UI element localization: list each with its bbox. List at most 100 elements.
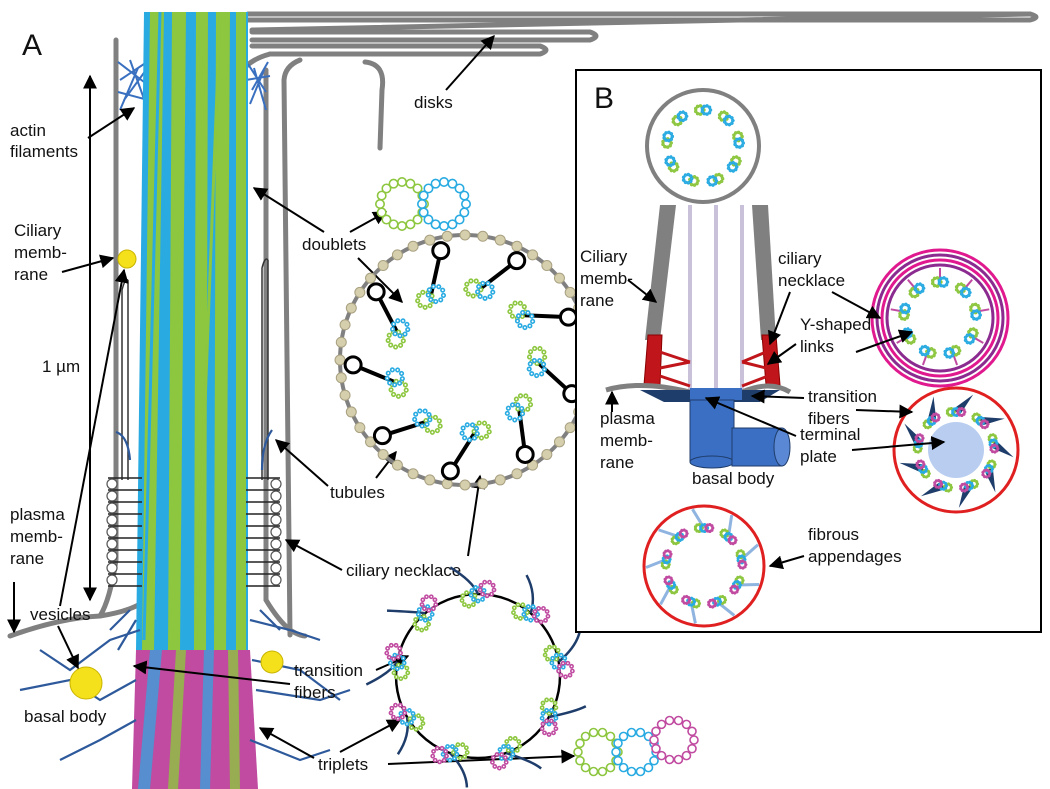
doublet xyxy=(732,130,745,149)
b-fibrous-appendages-cs xyxy=(642,504,766,628)
c-tubule xyxy=(930,412,941,423)
triplet xyxy=(511,602,551,625)
doublet xyxy=(681,172,700,187)
plasma-membrane-a-label: plasma memb- rane xyxy=(10,505,70,568)
axoneme-cross-section xyxy=(334,229,596,491)
detail-c-tubule xyxy=(649,715,699,765)
doublet xyxy=(954,282,972,299)
transition-fibers-b-label: transition fibers xyxy=(808,387,882,428)
doublet xyxy=(963,327,979,345)
c-tubule xyxy=(681,594,692,605)
triplet-cross-section xyxy=(365,566,587,788)
triplet xyxy=(670,528,689,546)
b-tubule xyxy=(412,408,433,429)
doublet xyxy=(459,420,492,443)
c-tubule xyxy=(419,594,439,613)
triplet xyxy=(693,522,715,534)
b-axoneme-top-cs xyxy=(645,88,761,204)
doublet xyxy=(384,367,409,399)
b-tubule xyxy=(425,283,447,305)
doublet xyxy=(463,278,496,301)
b-tubule xyxy=(918,344,931,357)
b-tubule xyxy=(937,276,950,288)
c-tubule xyxy=(989,443,1000,454)
b-tubule xyxy=(913,282,926,295)
b-tubule xyxy=(970,309,982,321)
vesicles xyxy=(69,249,284,700)
doublet xyxy=(661,130,675,149)
b-tubule xyxy=(664,155,677,168)
doublet xyxy=(898,302,912,321)
b-tubule xyxy=(899,302,912,315)
a-tubule xyxy=(388,378,409,399)
doublet xyxy=(969,302,982,321)
b-tubule xyxy=(733,137,745,149)
vesicles-label: vesicles xyxy=(30,605,90,624)
b-tubule xyxy=(384,367,405,388)
triplet xyxy=(490,736,523,771)
doublet xyxy=(918,344,937,359)
doublet xyxy=(726,155,742,173)
c-tubule xyxy=(956,406,967,418)
c-tubule xyxy=(678,528,689,539)
c-tubule xyxy=(914,433,925,444)
b-tubule xyxy=(722,114,735,127)
c-tubule xyxy=(915,459,926,470)
c-tubule xyxy=(981,468,992,479)
a-tubule xyxy=(507,300,528,321)
doublet xyxy=(526,345,548,379)
c-tubule xyxy=(933,478,944,489)
doublet xyxy=(706,172,725,187)
doublet xyxy=(415,283,447,310)
terminal-plate-label: terminal plate xyxy=(800,425,865,466)
c-tubule xyxy=(430,745,449,765)
b-transition-fibers-cs xyxy=(892,386,1020,514)
ciliary-necklace-b-label: ciliary necklace xyxy=(778,249,845,290)
triplet xyxy=(539,697,559,737)
b-tubule xyxy=(459,422,480,443)
doublet xyxy=(385,318,411,350)
doublet-detail xyxy=(374,177,471,232)
c-tubule xyxy=(959,482,970,493)
triplet xyxy=(735,549,748,570)
ciliary-membrane-b-label: Ciliary memb- rane xyxy=(580,247,638,310)
scale-label: 1 µm xyxy=(42,357,80,376)
triplet xyxy=(660,549,673,570)
plasma-membrane-b-label: plasma memb- rane xyxy=(600,409,660,472)
c-tubule xyxy=(556,660,575,680)
doublet xyxy=(717,110,735,127)
triplet xyxy=(945,406,967,418)
transition-fibers-a-label: transition fibers xyxy=(294,661,368,702)
triplet xyxy=(719,528,738,546)
b-tubule xyxy=(726,160,739,173)
doublet xyxy=(412,408,443,435)
detail-a-tubule xyxy=(374,177,429,232)
b-tubule xyxy=(676,110,689,123)
triplet xyxy=(933,478,954,493)
triplet xyxy=(388,702,426,732)
doublet xyxy=(507,300,536,331)
c-tubule xyxy=(979,419,990,430)
ciliary-necklace-a xyxy=(106,477,282,587)
triplet xyxy=(663,575,679,595)
c-tubule xyxy=(663,575,674,586)
tubules-label: tubules xyxy=(330,483,385,502)
actin-filaments-label: actin filaments xyxy=(10,121,78,161)
doublet xyxy=(908,282,926,299)
triplet xyxy=(971,412,990,430)
b-tubule xyxy=(700,104,713,116)
panel-a-letter: A xyxy=(22,29,42,62)
c-tubule xyxy=(531,606,551,625)
b-tubule xyxy=(387,652,407,672)
b-tubule xyxy=(959,286,972,299)
c-tubule xyxy=(539,718,559,737)
panel-b-letter: B xyxy=(594,82,614,115)
basal-body-a-label: basal body xyxy=(24,707,107,726)
c-tubule xyxy=(727,535,738,546)
triplet xyxy=(729,575,745,595)
triplet xyxy=(981,459,997,479)
c-tubule xyxy=(737,559,748,570)
c-tubule xyxy=(704,522,715,534)
fibrous-appendages-label: fibrous appendages xyxy=(808,525,902,566)
ciliary-necklace-a-label: ciliary necklace xyxy=(346,561,461,580)
